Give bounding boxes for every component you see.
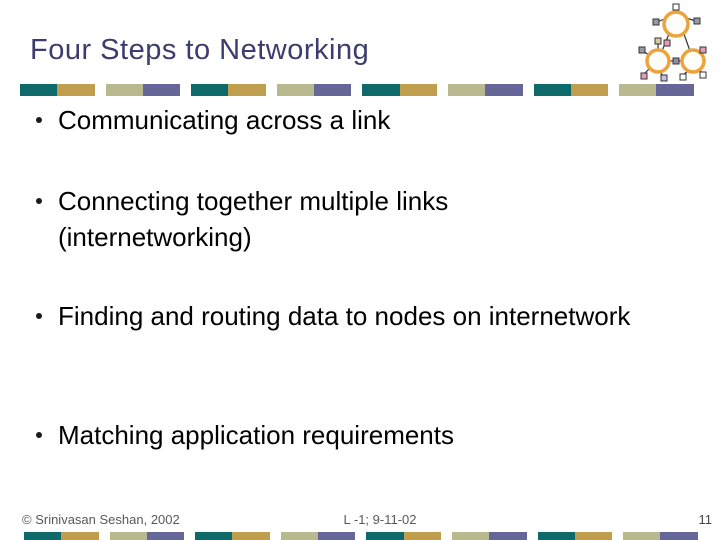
bullet-icon bbox=[36, 183, 58, 219]
bar-segment bbox=[314, 84, 352, 96]
bullet-icon bbox=[36, 298, 58, 334]
bullet-text: Communicating across a link bbox=[58, 105, 391, 135]
bar-segment bbox=[228, 84, 266, 96]
bar-segment bbox=[537, 532, 575, 540]
bar-segment bbox=[24, 532, 62, 540]
bar-segment bbox=[399, 84, 437, 96]
bar-segment bbox=[232, 532, 270, 540]
bar-segment bbox=[362, 84, 400, 96]
bar-segment bbox=[533, 84, 571, 96]
bar-segment bbox=[146, 532, 185, 540]
bar-segment bbox=[61, 532, 99, 540]
bullet-icon bbox=[36, 417, 58, 453]
bar-segment bbox=[451, 532, 490, 540]
bullet-item: Finding and routing data to nodes on int… bbox=[36, 298, 636, 334]
bullet-text: Finding and routing data to nodes on int… bbox=[58, 301, 631, 331]
bullet-text: Connecting together multiple links (inte… bbox=[58, 186, 449, 252]
network-diagram-icon bbox=[638, 3, 707, 82]
bar-segment bbox=[489, 532, 527, 540]
footer-lecture-label: L -1; 9-11-02 bbox=[343, 512, 417, 527]
bar-segment bbox=[660, 532, 698, 540]
bar-segment bbox=[574, 532, 613, 540]
footer-divider-bar bbox=[24, 532, 709, 540]
bullet-icon bbox=[36, 102, 58, 138]
bullet-item: Matching application requirements bbox=[36, 417, 636, 453]
footer-page-number: 11 bbox=[698, 512, 713, 527]
bar-segment bbox=[280, 532, 319, 540]
title-divider-bar bbox=[20, 84, 705, 96]
bullet-item: Communicating across a link bbox=[36, 102, 636, 138]
bullet-item: Connecting together multiple links (inte… bbox=[36, 183, 636, 255]
bar-segment bbox=[142, 84, 181, 96]
bar-segment bbox=[276, 84, 315, 96]
bar-segment bbox=[195, 532, 233, 540]
footer-copyright: © Srinivasan Seshan, 2002 bbox=[22, 512, 180, 527]
bar-segment bbox=[109, 532, 147, 540]
bar-segment bbox=[570, 84, 609, 96]
bar-segment bbox=[366, 532, 404, 540]
bar-segment bbox=[57, 84, 95, 96]
bar-segment bbox=[656, 84, 694, 96]
bullet-text: Matching application requirements bbox=[58, 420, 454, 450]
bar-segment bbox=[485, 84, 523, 96]
bar-segment bbox=[191, 84, 229, 96]
bar-segment bbox=[318, 532, 356, 540]
bar-segment bbox=[447, 84, 486, 96]
bar-segment bbox=[105, 84, 143, 96]
bar-segment bbox=[623, 532, 661, 540]
bar-segment bbox=[619, 84, 657, 96]
slide-title: Four Steps to Networking bbox=[30, 34, 370, 66]
bar-segment bbox=[403, 532, 441, 540]
bar-segment bbox=[20, 84, 58, 96]
